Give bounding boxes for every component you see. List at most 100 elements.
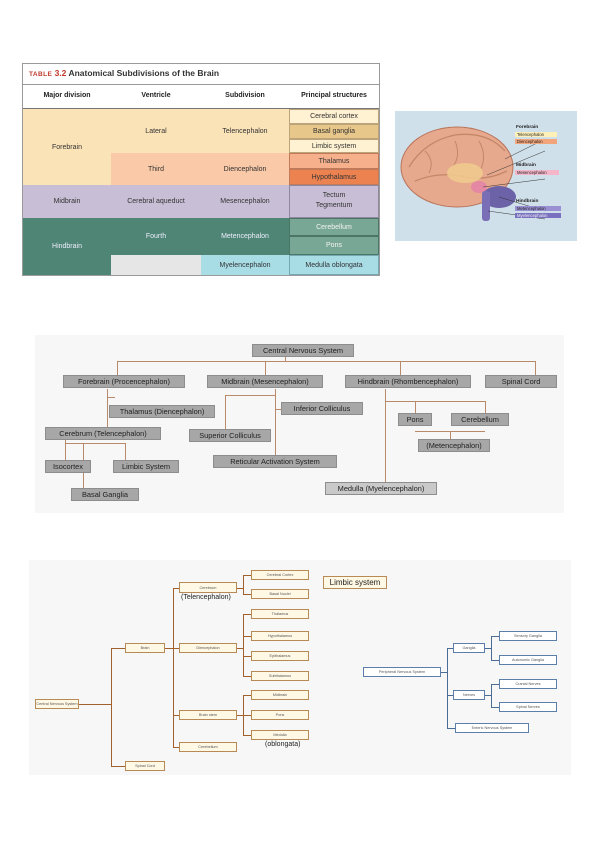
connector	[285, 353, 286, 362]
header-subdivision: Subdivision	[225, 92, 265, 99]
connector	[79, 704, 111, 705]
connector	[400, 361, 401, 375]
node2-enteric-nervous-system: Enteric Nervous System	[455, 723, 529, 733]
connector	[173, 588, 174, 748]
legend-metencephalon: Metencephalon	[515, 206, 561, 211]
node-cerebellum: Cerebellum	[451, 413, 509, 426]
connector	[275, 389, 276, 455]
connector	[237, 715, 243, 716]
legend-mesencephalon: Mesencephalon	[515, 170, 559, 175]
connector	[173, 588, 179, 589]
connector	[275, 409, 283, 410]
cell-fourth: Fourth	[111, 218, 201, 255]
connector	[165, 648, 173, 649]
cell-hindbrain: Hindbrain	[23, 218, 111, 275]
connector	[385, 401, 386, 483]
node-pons: Pons	[398, 413, 432, 426]
connector	[385, 389, 386, 401]
node2-cranial-nerves: Cranial Nerves	[499, 679, 557, 689]
connector	[225, 395, 226, 433]
table-caption: TABLE 3.2 Anatomical Subdivisions of the…	[29, 68, 219, 78]
node2-sensory-ganglia: Sensory Ganglia	[499, 631, 557, 641]
connector	[65, 443, 125, 444]
node2-cerebral-cortex: Cerebral Cortex	[251, 570, 309, 580]
node-thalamus: Thalamus (Diencephalon)	[109, 405, 215, 418]
node-reticular-activation-system: Reticular Activation System	[213, 455, 337, 468]
node2-brain-stem: Brain stem	[179, 710, 237, 720]
node2-central-nervous-system: Central Nervous System	[35, 699, 79, 709]
node2-midbrain: Midbrain	[251, 690, 309, 700]
brain-illustration: Forebrain Telencephalon Diencephalon Mid…	[395, 111, 577, 241]
node2-hypothalamus: Hypothalamus	[251, 631, 309, 641]
connector	[243, 695, 251, 696]
node-forebrain: Forebrain (Procencephalon)	[63, 375, 185, 388]
node-superior-colliculus: Superior Colliculus	[189, 429, 271, 442]
connector	[125, 443, 126, 461]
cell-cerebral-aqueduct: Cerebral aqueduct	[111, 185, 201, 218]
telencephalon-note: (Telencephalon)	[181, 594, 231, 601]
connector	[491, 684, 499, 685]
brain-drawing	[400, 126, 546, 221]
connector	[485, 695, 491, 696]
node-isocortex: Isocortex	[45, 460, 91, 473]
connector	[385, 401, 485, 402]
node2-pons: Pons	[251, 710, 309, 720]
cell-myelencephalon: Myelencephalon	[201, 255, 289, 275]
cell-cerebral-cortex: Cerebral cortex	[289, 109, 379, 124]
cell-forebrain: Forebrain	[23, 109, 111, 185]
connector	[117, 361, 118, 375]
connector	[485, 648, 491, 649]
connector	[447, 728, 455, 729]
cell-diencephalon: Diencephalon	[201, 153, 289, 185]
cell-medulla-oblongata: Medulla oblongata	[289, 255, 379, 275]
connector	[117, 361, 535, 362]
connector	[243, 676, 251, 677]
node2-diencephalon: Diencephalon	[179, 643, 237, 653]
connector	[243, 636, 251, 637]
connector	[415, 401, 416, 413]
node2-autonomic-ganglia: Autonomic Ganglia	[499, 655, 557, 665]
node2-thalamus: Thalamus	[251, 609, 309, 619]
brain-subdivisions-table: TABLE 3.2 Anatomical Subdivisions of the…	[22, 63, 380, 276]
tectum-label: Tectum	[322, 192, 346, 199]
node-basal-ganglia: Basal Ganglia	[71, 488, 139, 501]
connector	[243, 575, 251, 576]
node2-epithalamus: Epithalamus	[251, 651, 309, 661]
node2-ganglia: Ganglia	[453, 643, 485, 653]
connector	[65, 439, 66, 461]
cell-thalamus: Thalamus	[289, 153, 379, 169]
legend-myelencephalon: Myelencephalon	[515, 213, 561, 218]
node-medulla: Medulla (Myelencephalon)	[325, 482, 437, 495]
cell-basal-ganglia: Basal ganglia	[289, 124, 379, 139]
connector	[491, 707, 499, 708]
connector	[491, 636, 492, 660]
node2-cerebrum: Cerebrum	[179, 582, 237, 593]
table-number: 3.2	[54, 68, 67, 78]
cell-midbrain: Midbrain	[23, 185, 111, 218]
node-midbrain: Midbrain (Mesencephalon)	[207, 375, 323, 388]
connector	[243, 575, 244, 595]
connector	[111, 648, 125, 649]
cell-cerebellum: Cerebellum	[289, 218, 379, 236]
connector	[243, 715, 251, 716]
connector	[243, 656, 251, 657]
legend-diencephalon: Diencephalon	[515, 139, 557, 144]
cell-limbic-system: Limbic system	[289, 139, 379, 153]
cell-telencephalon: Telencephalon	[201, 109, 289, 153]
connector	[491, 636, 499, 637]
cell-third: Third	[111, 153, 201, 185]
header-ventricle: Ventricle	[141, 92, 171, 99]
connector	[447, 648, 453, 649]
connector	[243, 614, 251, 615]
node-limbic-system: Limbic System	[113, 460, 179, 473]
oblongata-note: (oblongata)	[265, 741, 301, 748]
cns-hierarchy-diagram: Central Nervous System Forebrain (Procen…	[35, 335, 564, 513]
connector	[225, 395, 275, 396]
node2-medulla: Medulla	[251, 730, 309, 740]
node-spinal-cord: Spinal Cord	[485, 375, 557, 388]
node2-nerves: Nerves	[453, 690, 485, 700]
table-tag: TABLE	[29, 71, 53, 78]
legend-telencephalon: Telencephalon	[515, 132, 557, 137]
node-inferior-colliculus: Inferior Colliculus	[281, 402, 363, 415]
node-central-nervous-system: Central Nervous System	[252, 344, 354, 357]
